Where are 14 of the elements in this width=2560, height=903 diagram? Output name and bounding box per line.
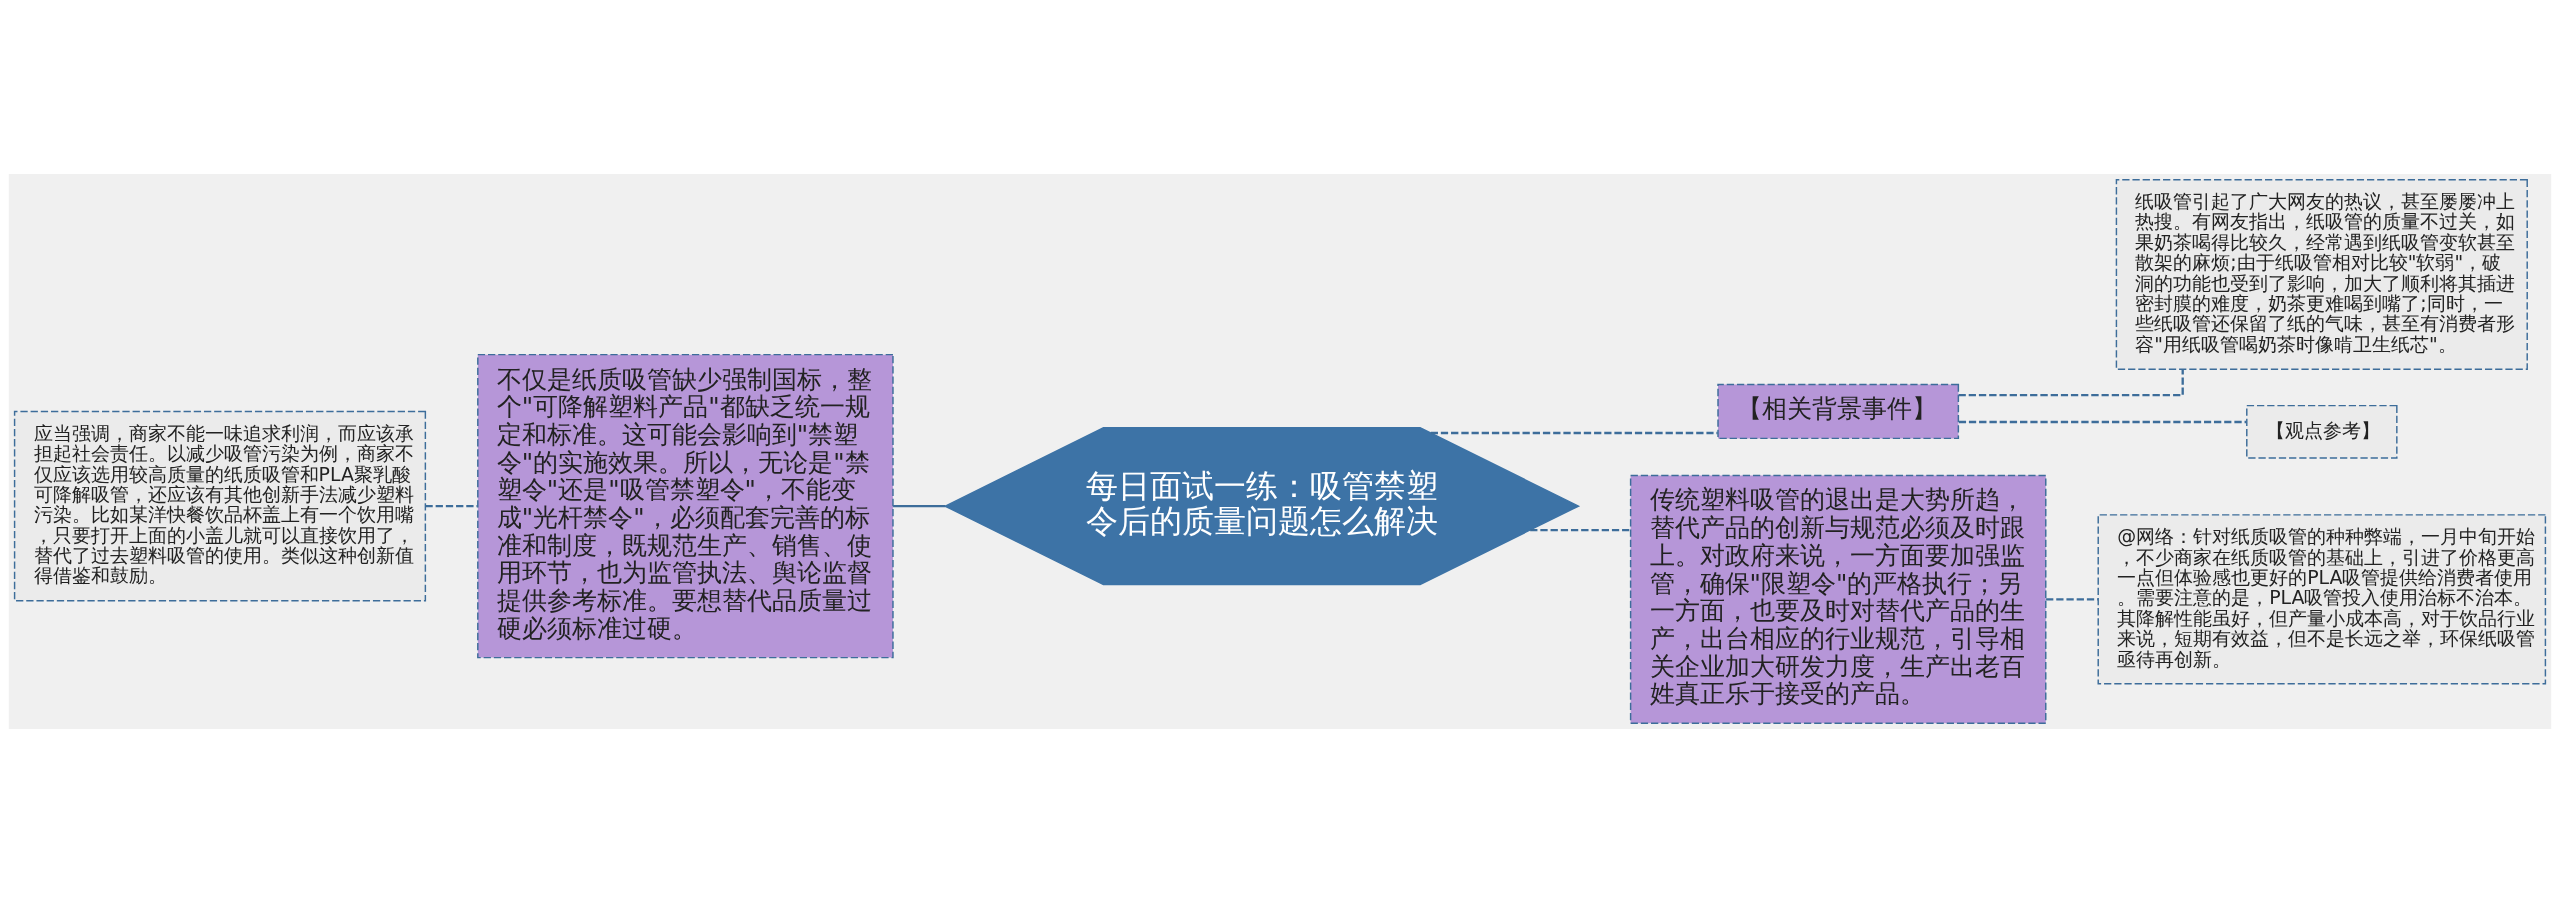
- connector: [1958, 369, 2184, 397]
- connector: [1959, 420, 2247, 424]
- node-box: 【观点参考】: [2246, 404, 2398, 459]
- connector: [1530, 528, 1631, 532]
- connector: [1430, 431, 1718, 435]
- node-box: 纸吸管引起了广大网友的热议，甚至屡屡冲上热搜。有网友指出，纸吸管的质量不过关，如果奶茶喝得比较久，经常遇到纸吸管变软甚至散架的麻烦;由于纸吸管相对比较"软弱"，破洞的功能也受到了影响，加大了顺利将其插进密封膜的难度，奶茶更难喝到嘴了;同时，一些纸吸管还保留了纸的气味，甚至有消费者形容"用纸吸管喝奶茶时像啃卫生纸芯"。: [2115, 179, 2528, 370]
- node-box: @网络：针对纸质吸管的种种弊端，一月中旬开始，不少商家在纸质吸管的基础上，引进了价格更高一点但体验感也更好的PLA吸管提供给消费者使用。需要注意的是，PLA吸管投入使用治标不治本。其降解性能虽好，但产量小成本高，对于饮品行业来说，短期有效益，但不是长远之举，环保纸吸管亟待再创新。: [2097, 514, 2547, 685]
- node-box: 应当强调，商家不能一味追求利润，而应该承担起社会责任。以减少吸管污染为例，商家不仅应该选用较高质量的纸质吸管和PLA聚乳酸可降解吸管，还应该有其他创新手法减少塑料污染。比如某洋快餐饮品杯盖上有一个饮用嘴，只要打开上面的小盖儿就可以直接饮用了，替代了过去塑料吸管的使用。类似这种创新值得借鉴和鼓励。: [13, 410, 427, 602]
- node-box: 不仅是纸质吸管缺少强制国标，整个"可降解塑料产品"都缺乏统一规定和标准。这可能会影响到"禁塑令"的实施效果。所以，无论是"禁塑令"还是"吸管禁塑令"，不能变成"光杆禁令"，必须配套完善的标准和制度，既规范生产、销售、使用环节，也为监管执法、舆论监督提供参考标准。要想替代品质量过硬必须标准过硬。: [477, 353, 894, 659]
- node-box: 传统塑料吸管的退出是大势所趋，替代产品的创新与规范必须及时跟上。对政府来说，一方面要加强监管，确保"限塑令"的严格执行；另一方面，也要及时对替代产品的生产，出台相应的行业规范，引导相关企业加大研发力度，生产出老百姓真正乐于接受的产品。: [1629, 474, 2047, 724]
- connector: [893, 504, 946, 508]
- connector: [425, 504, 478, 508]
- node-box: 【相关背景事件】: [1717, 383, 1960, 440]
- connector: [2046, 598, 2098, 601]
